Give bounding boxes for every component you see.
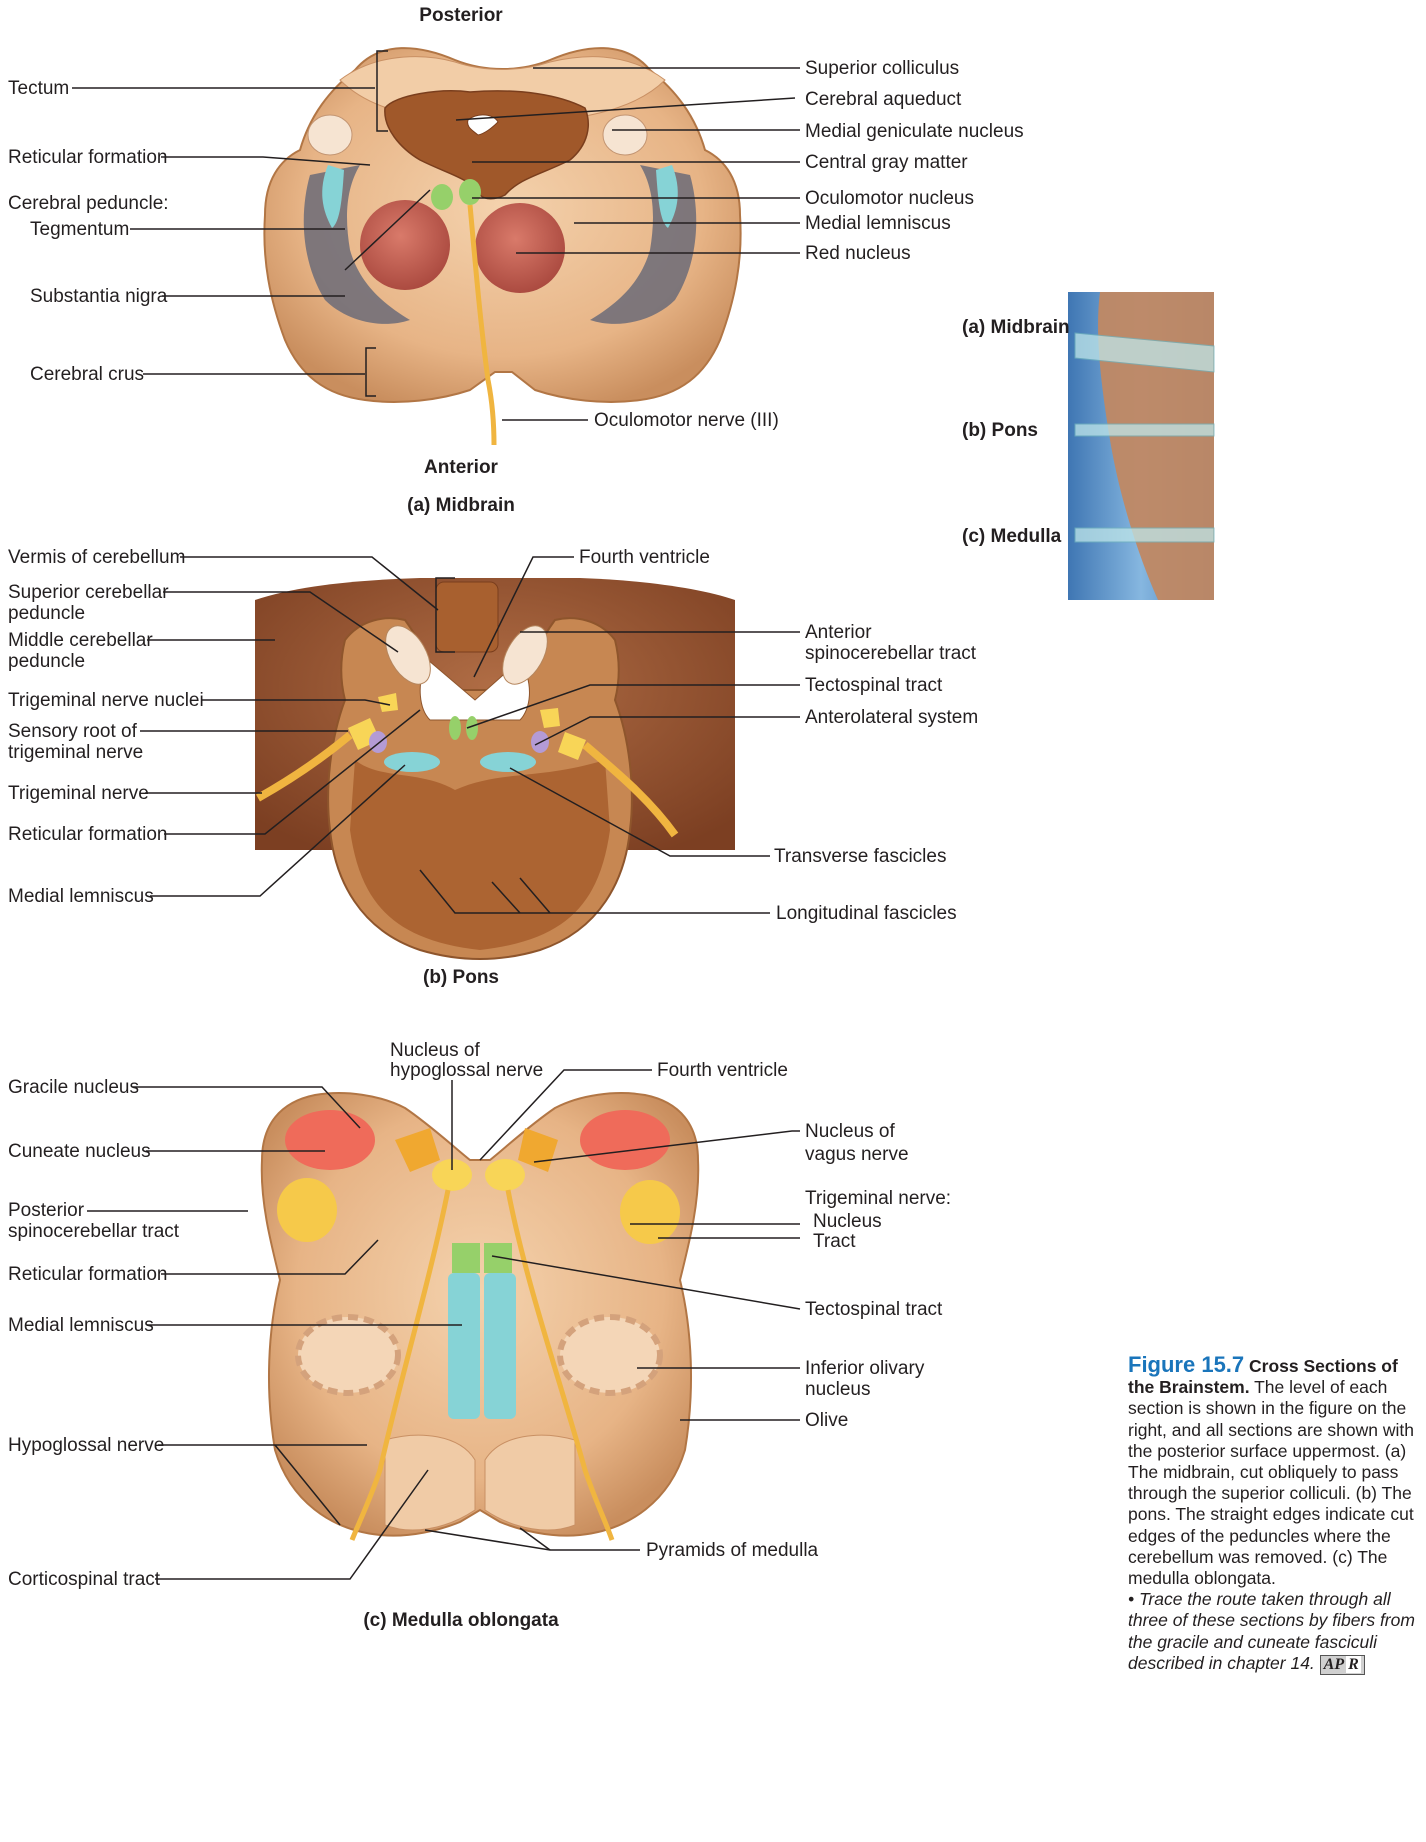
- figure-question-text: • Trace the route taken through all thre…: [1128, 1589, 1415, 1673]
- medial-lemniscus-medulla-left: [448, 1273, 480, 1419]
- label-medial-lemniscus-midbrain: Medial lemniscus: [805, 212, 951, 235]
- midbrain-section: [264, 48, 740, 445]
- label-trigeminal-nerve: Trigeminal nerve: [8, 782, 149, 805]
- figure-body: The level of each section is shown in th…: [1128, 1377, 1414, 1588]
- medial-geniculate-left: [308, 115, 352, 155]
- label-corticospinal-tract: Corticospinal tract: [8, 1568, 160, 1591]
- label-superior-cerebellar-line1: Superior cerebellar: [8, 581, 169, 604]
- label-fourth-ventricle-pons: Fourth ventricle: [579, 546, 710, 569]
- label-substantia-nigra: Substantia nigra: [30, 285, 167, 308]
- gracile-nucleus-right: [580, 1110, 670, 1170]
- label-reticular-formation-pons: Reticular formation: [8, 823, 167, 846]
- oculomotor-nucleus-left: [431, 184, 453, 210]
- midbrain-anterior-label: Anterior: [424, 456, 498, 479]
- midbrain-posterior-label: Posterior: [419, 4, 502, 27]
- inset-label-medulla: (c) Medulla: [962, 525, 1061, 548]
- label-reticular-formation-midbrain: Reticular formation: [8, 146, 167, 169]
- tectospinal-medulla-left: [452, 1243, 480, 1273]
- label-olive: Olive: [805, 1409, 848, 1432]
- trigeminal-nucleus-right: [620, 1180, 680, 1244]
- inset-plane-medulla: [1075, 528, 1214, 542]
- label-pyramids-of-medulla: Pyramids of medulla: [646, 1539, 818, 1562]
- tectospinal-left: [449, 716, 461, 740]
- label-hypoglossal-nerve: Hypoglossal nerve: [8, 1434, 164, 1457]
- label-medial-lemniscus-pons: Medial lemniscus: [8, 885, 154, 908]
- label-central-gray-matter: Central gray matter: [805, 151, 968, 174]
- label-tegmentum: Tegmentum: [30, 218, 129, 241]
- inset-label-midbrain: (a) Midbrain: [962, 316, 1070, 339]
- label-middle-cerebellar-line2: peduncle: [8, 650, 85, 673]
- label-fourth-ventricle-medulla: Fourth ventricle: [657, 1059, 788, 1082]
- label-posterior-spinocerebellar-line2: spinocerebellar tract: [8, 1220, 179, 1243]
- label-medial-lemniscus-medulla: Medial lemniscus: [8, 1314, 154, 1337]
- inset-plane-pons: [1075, 424, 1214, 436]
- pyramid-left: [385, 1435, 475, 1530]
- medial-lemniscus-pons-left: [384, 752, 440, 772]
- figure-number: Figure 15.7: [1128, 1352, 1244, 1377]
- pons-caption: (b) Pons: [423, 966, 499, 989]
- label-vermis-of-cerebellum: Vermis of cerebellum: [8, 546, 185, 569]
- figure-question: • Trace the route taken through all thre…: [1128, 1589, 1426, 1675]
- label-middle-cerebellar-line1: Middle cerebellar: [8, 629, 153, 652]
- label-cerebral-peduncle: Cerebral peduncle:: [8, 192, 169, 215]
- red-nucleus-right: [475, 203, 565, 293]
- label-inferior-olivary-line2: nucleus: [805, 1378, 871, 1401]
- label-nucleus-vagus-line2: vagus nerve: [805, 1143, 909, 1166]
- label-trigeminal-nerve-nuclei: Trigeminal nerve nuclei: [8, 689, 204, 712]
- label-posterior-spinocerebellar-line1: Posterior: [8, 1199, 84, 1222]
- label-cerebral-crus: Cerebral crus: [30, 363, 144, 386]
- gracile-nucleus-left: [285, 1110, 375, 1170]
- label-inferior-olivary-line1: Inferior olivary: [805, 1357, 924, 1380]
- medial-geniculate-right: [603, 115, 647, 155]
- label-sensory-root-line1: Sensory root of: [8, 720, 137, 743]
- label-trigeminal-nerve-medulla: Trigeminal nerve:: [805, 1187, 951, 1210]
- apr-badge-left: AP: [1324, 1656, 1344, 1673]
- label-transverse-fascicles: Transverse fascicles: [774, 845, 946, 868]
- figure-caption: Figure 15.7 Cross Sections of the Brains…: [1128, 1354, 1426, 1675]
- vermis-of-cerebellum: [436, 582, 498, 652]
- inset-label-pons: (b) Pons: [962, 419, 1038, 442]
- label-longitudinal-fascicles: Longitudinal fascicles: [776, 902, 957, 925]
- medulla-section: [262, 1093, 699, 1540]
- label-tectum: Tectum: [8, 77, 69, 100]
- label-tectospinal-tract-medulla: Tectospinal tract: [805, 1298, 942, 1321]
- label-red-nucleus: Red nucleus: [805, 242, 911, 265]
- label-nucleus-hypoglossal-line2: hypoglossal nerve: [390, 1059, 543, 1082]
- label-superior-colliculus: Superior colliculus: [805, 57, 959, 80]
- label-anterior-spinocerebellar-line2: spinocerebellar tract: [805, 642, 976, 665]
- label-anterolateral-system: Anterolateral system: [805, 706, 978, 729]
- label-superior-cerebellar-line2: peduncle: [8, 602, 85, 625]
- inferior-olivary-right: [560, 1317, 660, 1393]
- trigeminal-nucleus-left: [277, 1178, 337, 1242]
- label-tectospinal-tract-pons: Tectospinal tract: [805, 674, 942, 697]
- hypoglossal-nucleus-right: [485, 1159, 525, 1191]
- label-cuneate-nucleus: Cuneate nucleus: [8, 1140, 151, 1163]
- pyramid-right: [485, 1435, 575, 1530]
- medulla-caption: (c) Medulla oblongata: [363, 1609, 558, 1632]
- label-oculomotor-nucleus: Oculomotor nucleus: [805, 187, 974, 210]
- anterolateral-left: [369, 731, 387, 753]
- label-medial-geniculate-nucleus: Medial geniculate nucleus: [805, 120, 1024, 143]
- medial-lemniscus-pons-right: [480, 752, 536, 772]
- label-gracile-nucleus: Gracile nucleus: [8, 1076, 139, 1099]
- label-reticular-formation-medulla: Reticular formation: [8, 1263, 167, 1286]
- apr-badge-right: R: [1346, 1656, 1361, 1673]
- inferior-olivary-left: [298, 1317, 398, 1393]
- brainstem-level-inset: [1068, 292, 1214, 600]
- label-sensory-root-line2: trigeminal nerve: [8, 741, 143, 764]
- label-cerebral-aqueduct: Cerebral aqueduct: [805, 88, 961, 111]
- label-oculomotor-nerve: Oculomotor nerve (III): [594, 409, 779, 432]
- medial-lemniscus-medulla-right: [484, 1273, 516, 1419]
- label-anterior-spinocerebellar-line1: Anterior: [805, 621, 872, 644]
- oculomotor-nucleus-right: [459, 179, 481, 205]
- midbrain-caption: (a) Midbrain: [407, 494, 515, 517]
- label-nucleus-vagus-line1: Nucleus of: [805, 1120, 895, 1143]
- label-trigeminal-tract: Tract: [813, 1230, 856, 1253]
